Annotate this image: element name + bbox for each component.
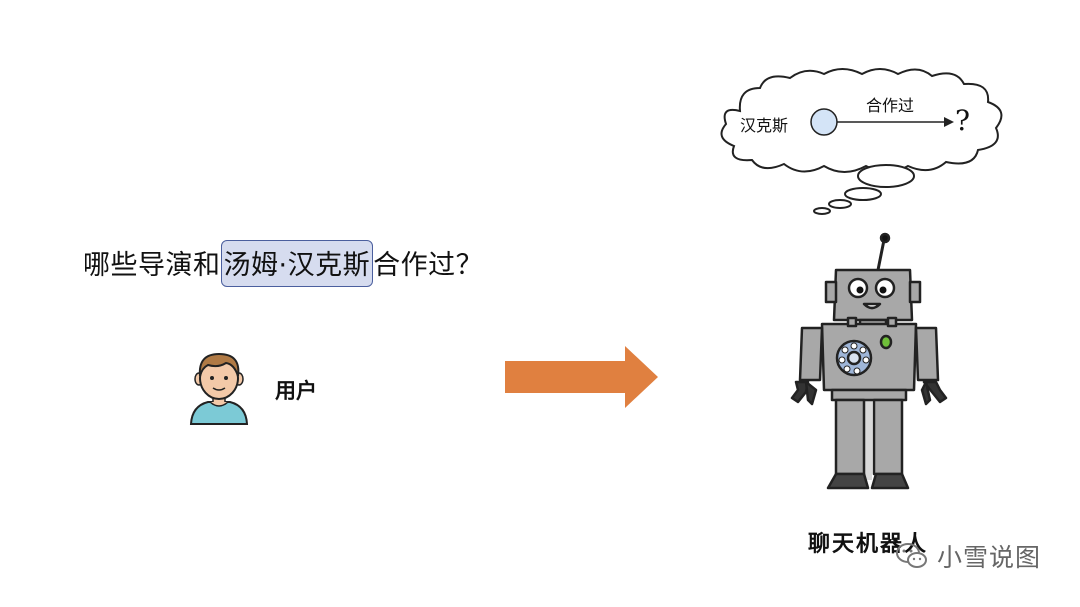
thought-cloud <box>718 66 1008 216</box>
right-arrow-icon <box>505 346 659 408</box>
entity-node <box>811 109 837 135</box>
watermark-text: 小雪说图 <box>937 538 1041 574</box>
user-label: 用户 <box>275 375 317 405</box>
watermark: 小雪说图 <box>895 538 1041 574</box>
thought-object: ? <box>955 104 970 137</box>
entity-highlight: 汤姆·汉克斯 <box>221 240 374 287</box>
user-avatar-icon <box>188 350 250 426</box>
user-question: 哪些导演和汤姆·汉克斯合作过？ <box>83 240 483 287</box>
wechat-icon <box>895 541 929 571</box>
question-suffix: 合作过？ <box>373 250 483 281</box>
thought-subject: 汉克斯 <box>740 112 788 136</box>
robot-icon <box>788 230 948 500</box>
question-prefix: 哪些导演和 <box>83 250 221 281</box>
thought-relation: 合作过 <box>866 92 914 116</box>
